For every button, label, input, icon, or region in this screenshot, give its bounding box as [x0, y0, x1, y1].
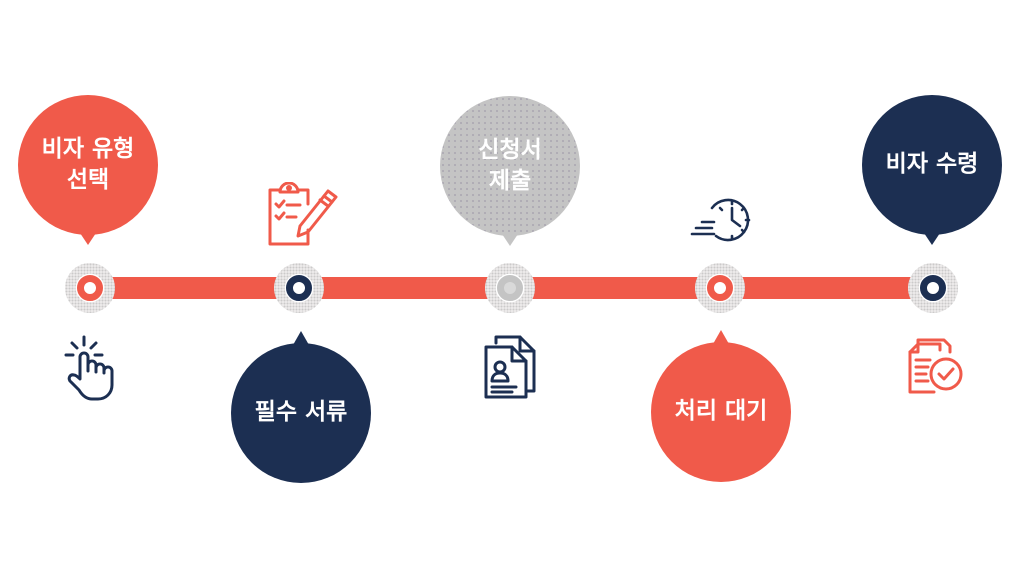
documents-profile-icon	[482, 333, 540, 399]
step-bubble-required-documents: 필수 서류	[231, 331, 371, 483]
bubble-pointer	[924, 233, 940, 245]
timeline-node-4	[695, 263, 745, 313]
bubble-pointer	[502, 234, 518, 246]
node-ring	[707, 275, 733, 301]
step-label: 처리 대기	[674, 398, 768, 425]
node-ring	[497, 275, 523, 301]
bubble-pointer	[293, 331, 309, 345]
timeline-node-1	[65, 263, 115, 313]
step-label: 필수 서류	[254, 399, 348, 426]
timeline-node-5	[908, 263, 958, 313]
bubble-pointer	[713, 330, 729, 344]
node-ring	[286, 275, 312, 301]
timeline-node-3	[485, 263, 535, 313]
step-bubble-submit-application: 신청서 제출	[440, 96, 580, 246]
step-bubble-receive-visa: 비자 수령	[862, 95, 1002, 245]
step-label: 비자 유형 선택	[41, 135, 135, 193]
node-ring	[920, 275, 946, 301]
step-bubble-select-visa-type: 비자 유형 선택	[18, 95, 158, 245]
step-label: 신청서 제출	[478, 136, 542, 194]
node-ring	[77, 275, 103, 301]
timeline-node-2	[274, 263, 324, 313]
bubble-pointer	[80, 233, 96, 245]
clipboard-pencil-icon	[264, 182, 338, 248]
clock-fast-icon	[690, 192, 756, 244]
step-bubble-processing-wait: 처리 대기	[651, 330, 791, 482]
tap-hand-icon	[64, 335, 116, 401]
step-label: 비자 수령	[885, 151, 979, 178]
document-check-icon	[906, 338, 966, 396]
